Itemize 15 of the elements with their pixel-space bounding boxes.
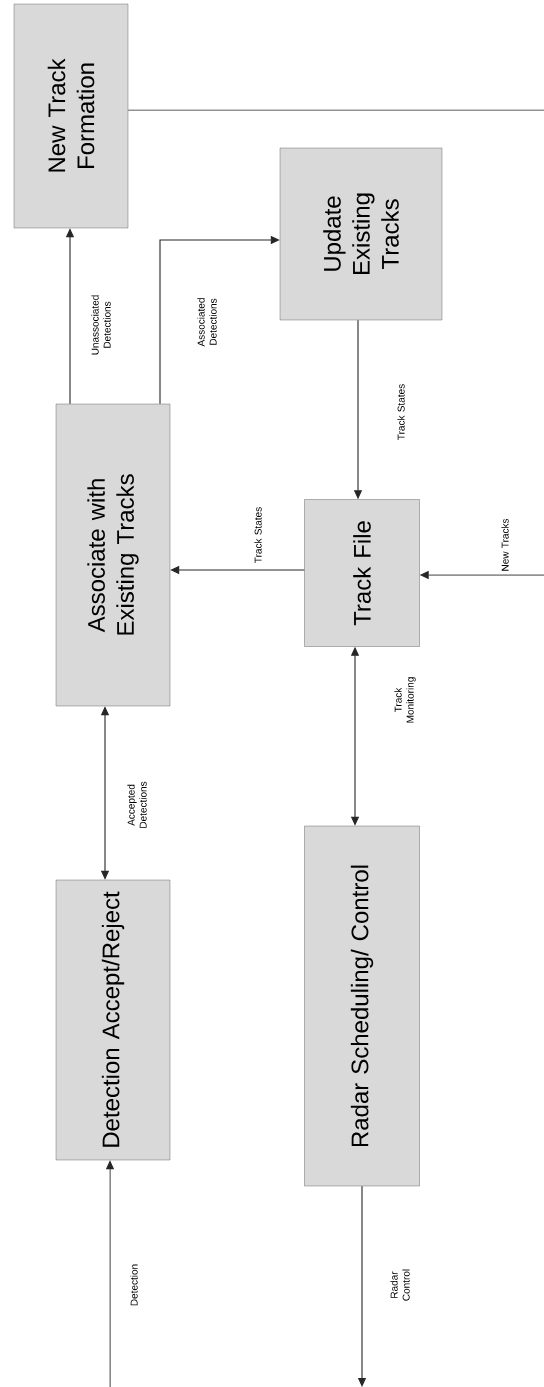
edge-label: Track States <box>397 384 405 440</box>
process-box: Detection Accept/Reject <box>55 879 171 1161</box>
edge-label: Unassociated Detections <box>91 295 111 355</box>
edge-label: Track States <box>254 507 262 563</box>
edge-label: Accepted Detections <box>127 781 147 828</box>
edge-label: Radar Control <box>390 1269 410 1301</box>
edge-label: Detection <box>130 1264 138 1306</box>
process-box: Track File <box>304 499 420 647</box>
process-box: Update Existing Tracks <box>279 147 443 321</box>
process-box: Radar Scheduling/ Control <box>304 825 420 1187</box>
process-box: New Track Formation <box>13 3 129 229</box>
process-box: Associate with Existing Tracks <box>55 403 171 707</box>
edge-label: Track Monitoring <box>394 677 416 723</box>
edge-label: New Tracks <box>501 518 509 571</box>
edge-label: Associated Detections <box>197 298 217 347</box>
